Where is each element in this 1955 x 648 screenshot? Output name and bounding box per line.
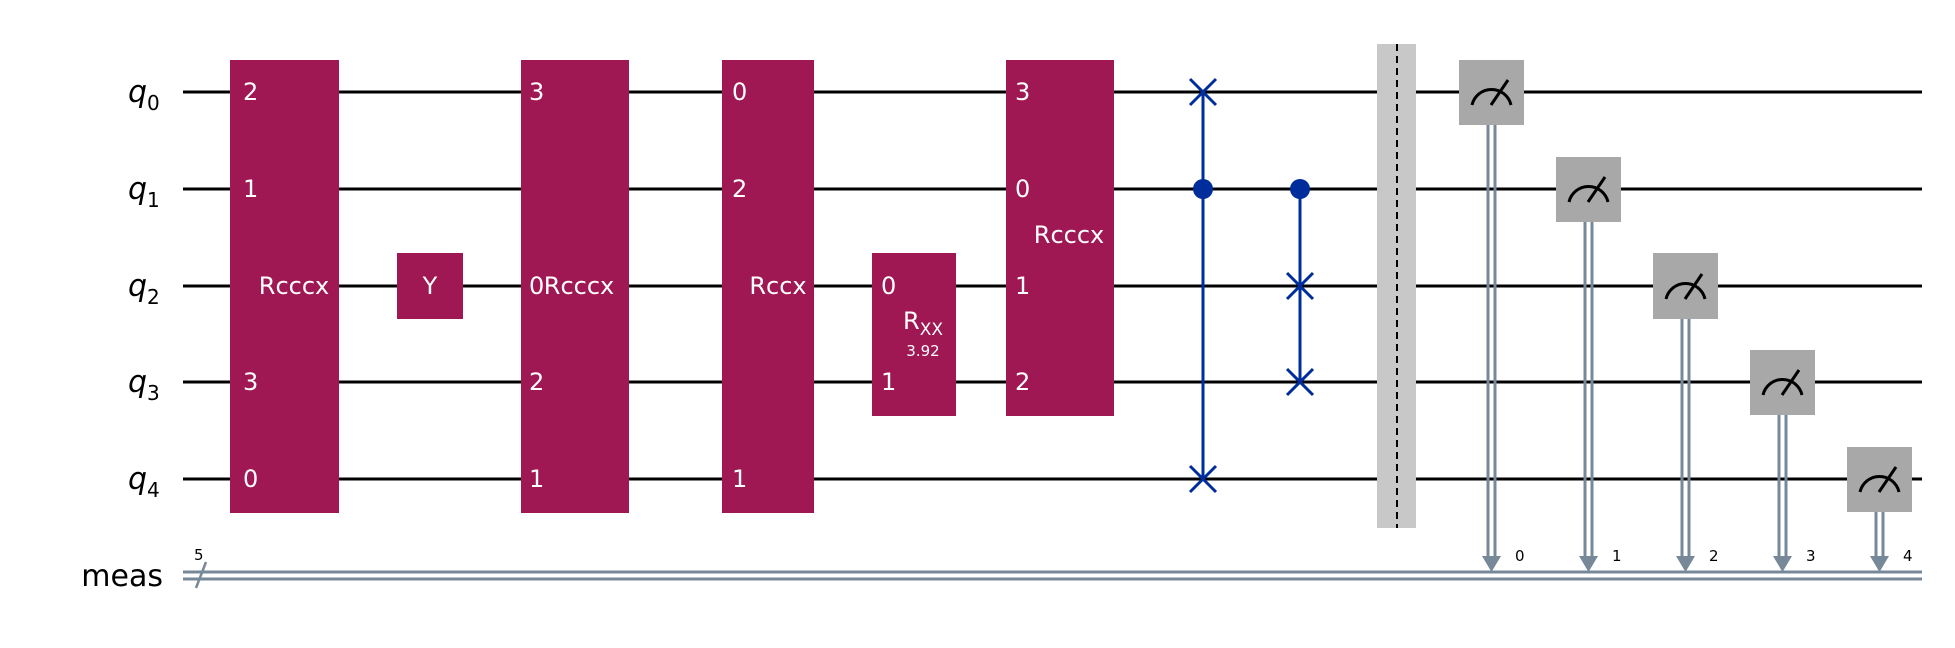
measure-q2: 2 [1653,253,1719,572]
meter-icon [1567,185,1610,203]
gate-label: Rcccx [544,272,614,300]
qubit-label-q4: q4 [128,462,160,502]
swap-x-q3 [1285,367,1315,397]
svg-text:0: 0 [529,272,544,300]
svg-text:3: 3 [529,78,544,106]
svg-text:0: 0 [243,465,258,493]
swap-x-q4 [1188,464,1218,494]
meter-icon [1858,475,1901,493]
svg-text:3: 3 [243,368,258,396]
svg-text:2: 2 [529,368,544,396]
meter-icon [1761,378,1804,396]
control-dot [1290,179,1310,199]
svg-text:1: 1 [1015,272,1030,300]
svg-text:3: 3 [1015,78,1030,106]
gate-label: Rcccx [1034,221,1104,249]
cbit-index: 4 [1903,547,1913,565]
qubit-labels: q0 q1 q2 q3 q4 meas [81,75,163,594]
gate-label: Y [422,272,438,300]
rccx-gate: 0 2 1 Rccx [722,60,814,513]
rxx-gate: 0 1 RXX 3.92 [872,253,956,416]
gate-label: Rcccx [259,272,329,300]
svg-text:1: 1 [732,465,747,493]
svg-text:2: 2 [1015,368,1030,396]
rcccx-gate-1: 2 1 3 0 Rcccx [230,60,339,513]
gate-parameter: 3.92 [906,342,939,360]
svg-text:0: 0 [732,78,747,106]
register-width-slash [194,561,208,589]
swap-x-q2 [1285,271,1315,301]
svg-text:2: 2 [732,175,747,203]
control-dot [1193,179,1213,199]
qubit-label-q1: q1 [128,172,160,212]
cbit-index: 3 [1806,547,1816,565]
svg-text:0: 0 [881,272,896,300]
cswap-gate-1 [1188,77,1218,494]
y-gate: Y [397,253,463,319]
gate-label: Rccx [749,272,806,300]
svg-text:0: 0 [1015,175,1030,203]
qubit-label-q2: q2 [128,269,160,309]
gate-label: RXX [903,307,943,340]
rcccx-gate-3: 3 0 1 2 Rcccx [1006,60,1114,416]
svg-text:1: 1 [881,368,896,396]
measure-q0: 0 [1459,60,1525,572]
cswap-gate-2 [1285,179,1315,397]
cbit-index: 1 [1612,547,1622,565]
measurements: 0 1 2 3 [1459,60,1913,572]
svg-text:2: 2 [243,78,258,106]
barrier [1377,44,1416,528]
swap-x-q0 [1188,77,1218,107]
svg-text:1: 1 [243,175,258,203]
rcccx-gate-2: 3 0 2 1 Rcccx [521,60,629,513]
register-width-label: 5 [194,546,204,564]
meter-icon [1664,282,1707,300]
classical-wire [183,561,1922,589]
svg-text:1: 1 [529,465,544,493]
measure-q1: 1 [1556,157,1622,572]
qubit-label-q0: q0 [128,75,160,115]
meter-icon [1470,88,1513,106]
cbit-index: 2 [1709,547,1719,565]
measure-q3: 3 [1750,350,1816,572]
qubit-label-q3: q3 [128,365,160,405]
classical-label-meas: meas [81,559,163,594]
measure-q4: 4 [1847,447,1913,572]
cbit-index: 0 [1515,547,1525,565]
